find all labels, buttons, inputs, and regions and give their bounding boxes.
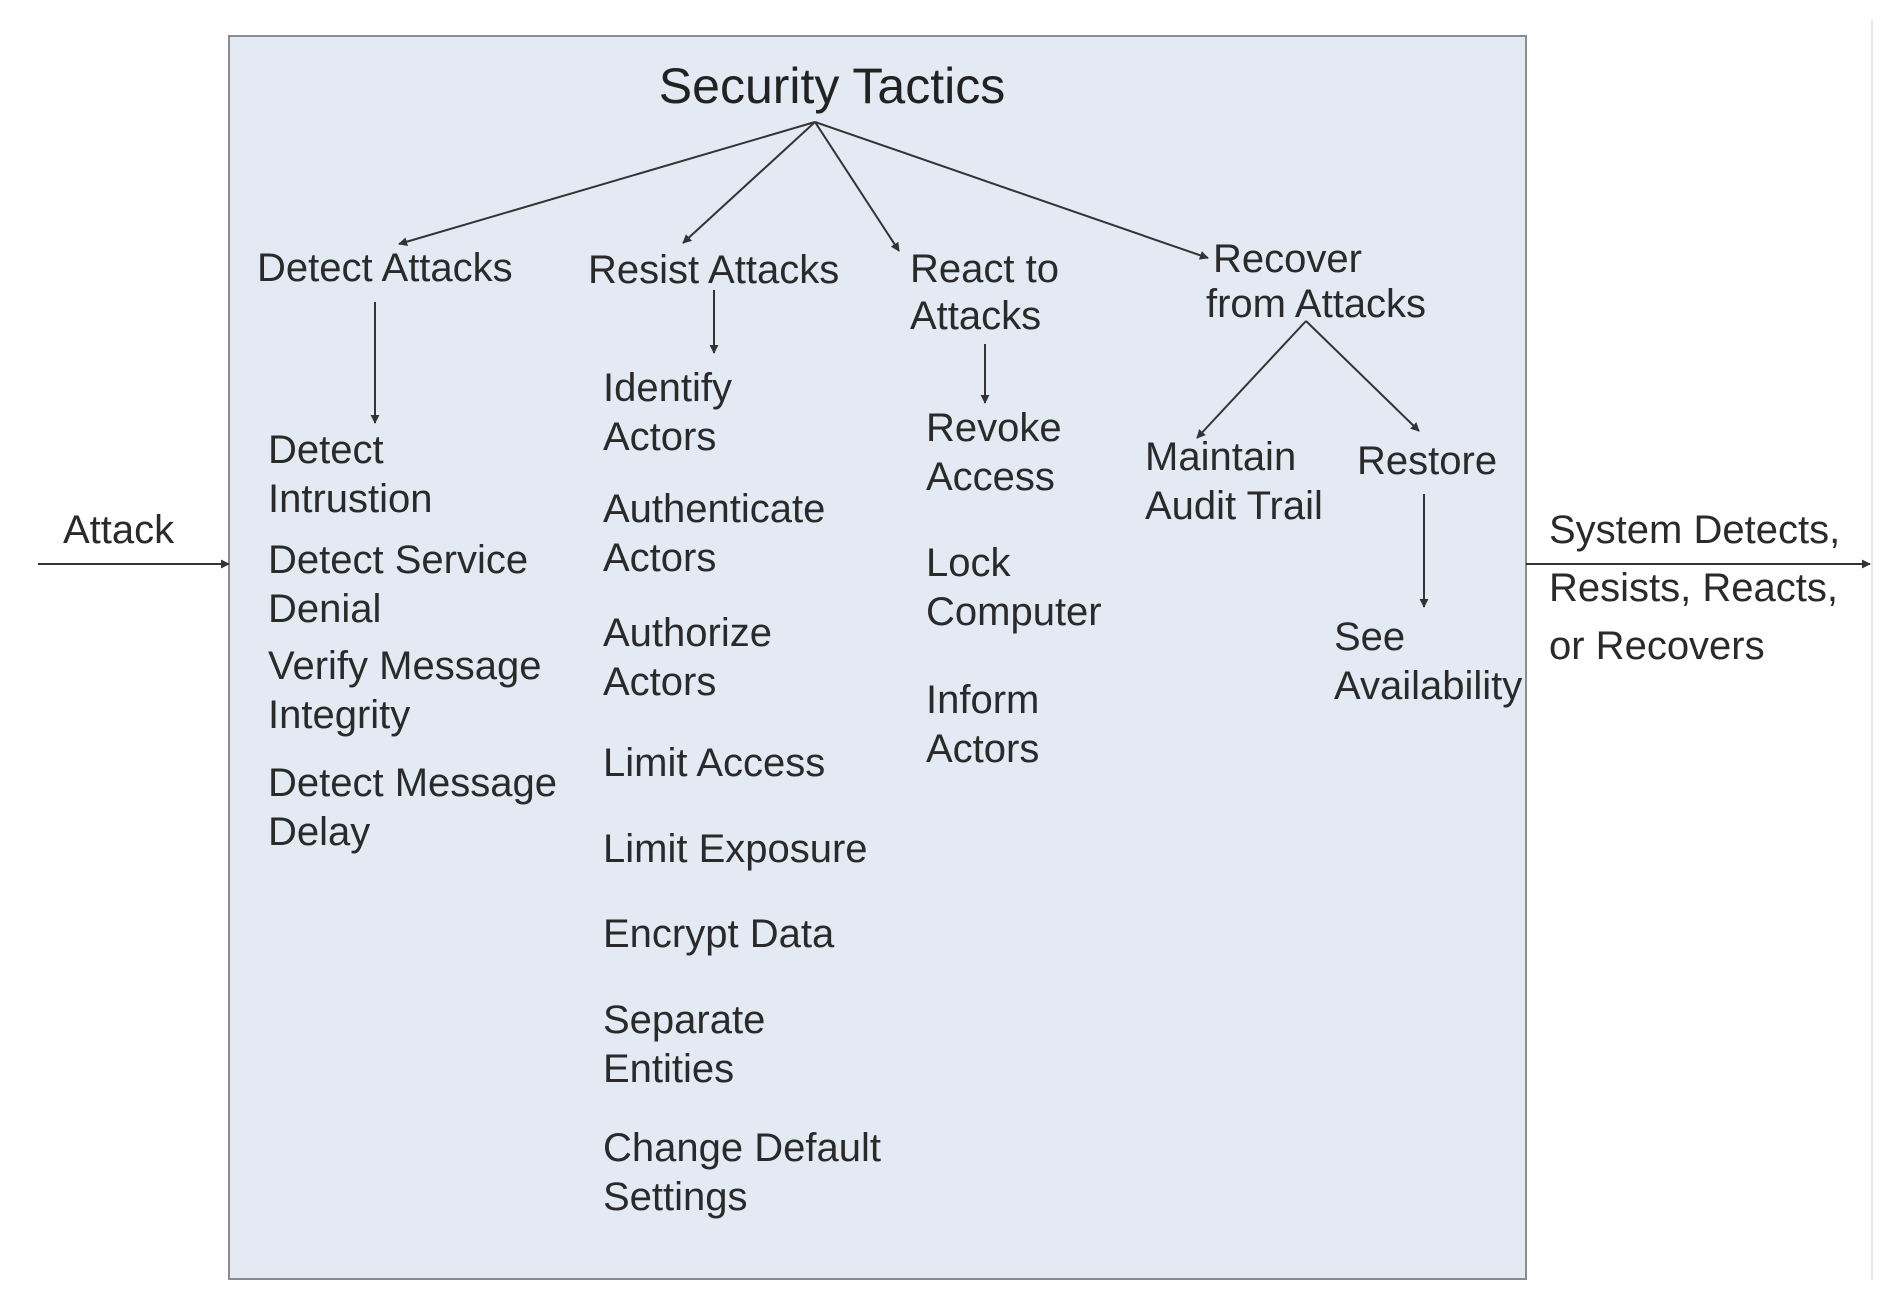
tactic-revoke-access: Revoke Access	[926, 406, 1073, 499]
category-label-line: React to	[910, 247, 1059, 291]
category-label-line: Resist Attacks	[588, 248, 839, 292]
tactic-change-default-settings: Change Default Settings	[603, 1126, 892, 1219]
edge-title-to-react	[814, 121, 900, 252]
tactic-verify-message-integrity: Verify Message Integrity	[268, 644, 553, 737]
category-recover-from-attacks: Recover from Attacks	[1206, 237, 1426, 326]
tactic-detect-service-denial: Detect Service Denial	[268, 538, 539, 631]
category-resist-attacks: Resist Attacks	[588, 248, 839, 292]
category-label-line: from Attacks	[1206, 282, 1426, 326]
tactics-panel	[228, 35, 1527, 1280]
tactic-encrypt-data: Encrypt Data	[603, 912, 835, 956]
tactic-authorize-actors: Authorize Actors	[603, 611, 783, 704]
tactic-separate-entities: Separate Entities	[603, 998, 776, 1091]
tactic-lock-computer: Lock Computer	[926, 541, 1102, 634]
tactic-limit-access: Limit Access	[603, 741, 825, 785]
category-label-line: Recover	[1213, 237, 1362, 281]
category-label-line: Detect Attacks	[257, 246, 513, 290]
edge-title-to-recover	[814, 121, 1209, 260]
tactic-limit-exposure: Limit Exposure	[603, 827, 868, 871]
edge-recover-to-restore	[1305, 320, 1420, 432]
edge-title-to-detect	[398, 121, 816, 247]
edge-title-to-resist	[682, 121, 816, 244]
category-react-to-attacks: React to Attacks	[910, 247, 1070, 338]
tactic-identify-actors: Identify Actors	[603, 366, 743, 459]
edge-recover-to-maintain	[1196, 320, 1307, 439]
response-label: System Detects, Resists, Reacts, or Reco…	[1549, 508, 1851, 668]
category-label-line: Attacks	[910, 294, 1041, 338]
category-detect-attacks: Detect Attacks	[257, 246, 513, 290]
attack-label: Attack	[63, 508, 175, 552]
tactic-maintain-audit-trail: Maintain Audit Trail	[1145, 435, 1323, 528]
tactic-authenticate-actors: Authenticate Actors	[603, 487, 837, 580]
response-label-line: Resists, Reacts,	[1549, 566, 1838, 610]
tactic-see-availability: See Availability	[1334, 615, 1522, 708]
tactic-inform-actors: Inform Actors	[926, 678, 1050, 771]
response-label-line: System Detects,	[1549, 508, 1840, 552]
diagram-title: Security Tactics	[659, 58, 1005, 114]
response-label-line: or Recovers	[1549, 624, 1765, 668]
tactic-detect-message-delay: Detect Message Delay	[268, 761, 568, 854]
tactic-detect-intrusion: Detect Intrustion	[268, 428, 433, 521]
tactic-restore: Restore	[1357, 439, 1497, 483]
